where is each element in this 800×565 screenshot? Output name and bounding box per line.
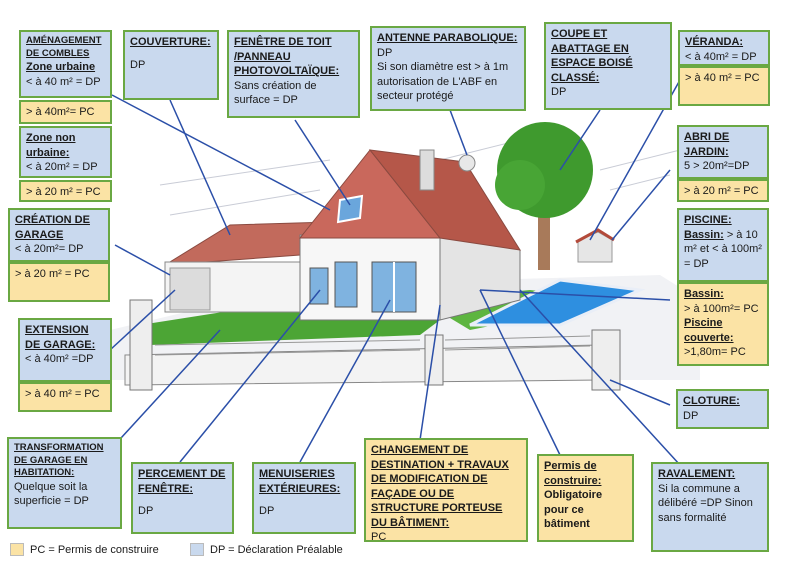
zone-urbaine-label: Zone urbaine <box>26 61 96 74</box>
legend-swatch-blue <box>190 543 204 556</box>
chimney <box>419 149 435 191</box>
coupe-value: DP <box>551 86 567 99</box>
cloture-title: CLOTURE: <box>683 395 740 407</box>
veranda-pc: > à 40 m² = PC <box>678 66 770 106</box>
percement-title: PERCEMENT DE FENÊTRE: <box>138 468 226 495</box>
fenetre-toit-value: Sans création de surface = DP <box>234 79 317 107</box>
couverture-box: COUVERTURE: DP <box>123 30 219 100</box>
roof-window <box>336 194 364 224</box>
antenne-box: ANTENNE PARABOLIQUE: DP Si son diamètre … <box>370 26 526 111</box>
abri-title: ABRI DE JARDIN: <box>684 131 730 158</box>
ravalement-title: RAVALEMENT: <box>658 468 736 480</box>
zone-non-urbaine-label: Zone non urbaine: <box>26 132 76 159</box>
pool <box>469 278 646 327</box>
changement-box: CHANGEMENT DE DESTINATION + TRAVAUX DE M… <box>364 438 528 542</box>
garage-creation-pc: > à 20 m² = PC <box>8 262 110 302</box>
extension-box: EXTENSION DE GARAGE: < à 40m² =DP <box>18 318 112 382</box>
fenetre-toit-box: FENÊTRE DE TOIT /PANNEAU PHOTOVOLTAÏQUE:… <box>227 30 360 118</box>
combles-non-urbaine-pc: > à 20 m² = PC <box>19 180 112 202</box>
antenne-detail: Si son diamètre est > à 1m autorisation … <box>377 61 509 103</box>
window <box>309 267 329 305</box>
piscine-title: PISCINE: <box>684 214 732 226</box>
permis-box: Permis de construire: Obligatoire pour c… <box>537 454 634 542</box>
legend-swatch-yellow <box>10 543 24 556</box>
menuiseries-title: MENUISERIES EXTÉRIEURES: <box>259 468 341 495</box>
satellite-dish <box>458 154 476 172</box>
legend-pc: PC = Permis de construire <box>10 543 159 556</box>
abri-box: ABRI DE JARDIN: 5 > 20m²=DP <box>677 125 769 179</box>
legend-dp: DP = Déclaration Préalable <box>190 543 343 556</box>
veranda-box: VÉRANDA: < à 40m² = DP <box>678 30 770 66</box>
coupe-box: COUPE ET ABATTAGE EN ESPACE BOISÉ CLASSÉ… <box>544 22 672 110</box>
garage-door <box>169 267 211 311</box>
antenne-title: ANTENNE PARABOLIQUE: <box>377 32 518 44</box>
coupe-title: COUPE ET ABATTAGE EN ESPACE BOISÉ CLASSÉ… <box>551 28 633 84</box>
garage-creation-title: CRÉATION DE GARAGE <box>15 214 90 241</box>
couverture-title: COUVERTURE: <box>130 36 211 48</box>
veranda-title: VÉRANDA: <box>685 36 744 48</box>
transformation-box: TRANSFORMATION DE GARAGE EN HABITATION: … <box>7 437 122 529</box>
zone-urbaine-dp: < à 40 m² = DP <box>26 75 101 88</box>
ravalement-box: RAVALEMENT: Si la commune a délibéré =DP… <box>651 462 769 552</box>
piscine-box: PISCINE: Bassin: > à 10 m² et < à 100m² … <box>677 208 769 282</box>
fence-pillar <box>129 299 153 391</box>
fenetre-toit-title: FENÊTRE DE TOIT /PANNEAU PHOTOVOLTAÏQUE: <box>234 36 340 78</box>
combles-urbaine-pc: > à 40m²= PC <box>19 100 112 124</box>
menuiseries-box: MENUISERIES EXTÉRIEURES: DP <box>252 462 356 534</box>
garage-creation-box: CRÉATION DE GARAGE < à 20m²= DP <box>8 208 110 262</box>
transformation-title: TRANSFORMATION DE GARAGE EN HABITATION: <box>14 442 104 479</box>
couverture-value: DP <box>130 58 146 71</box>
combles-title: AMÉNAGEMENT DE COMBLES <box>26 35 102 59</box>
abri-pc: > à 20 m² = PC <box>677 179 769 202</box>
piscine-pc: Bassin: > à 100m²= PC Piscine couverte: … <box>677 282 769 366</box>
antenne-value: DP <box>377 46 393 59</box>
extension-pc: > à 40 m² = PC <box>18 382 112 412</box>
cloture-box: CLOTURE: DP <box>676 389 769 429</box>
changement-title: CHANGEMENT DE DESTINATION + TRAVAUX DE M… <box>371 444 509 529</box>
extension-title: EXTENSION DE GARAGE: <box>25 324 96 351</box>
combles-box: AMÉNAGEMENT DE COMBLES Zone urbaine < à … <box>19 30 112 98</box>
window <box>334 261 358 308</box>
combles-non-urbaine-box: Zone non urbaine: < à 20m² = DP <box>19 126 112 178</box>
percement-box: PERCEMENT DE FENÊTRE: DP <box>131 462 234 534</box>
permis-title: Permis de construire: <box>544 460 602 487</box>
fence-pillar <box>591 329 621 391</box>
